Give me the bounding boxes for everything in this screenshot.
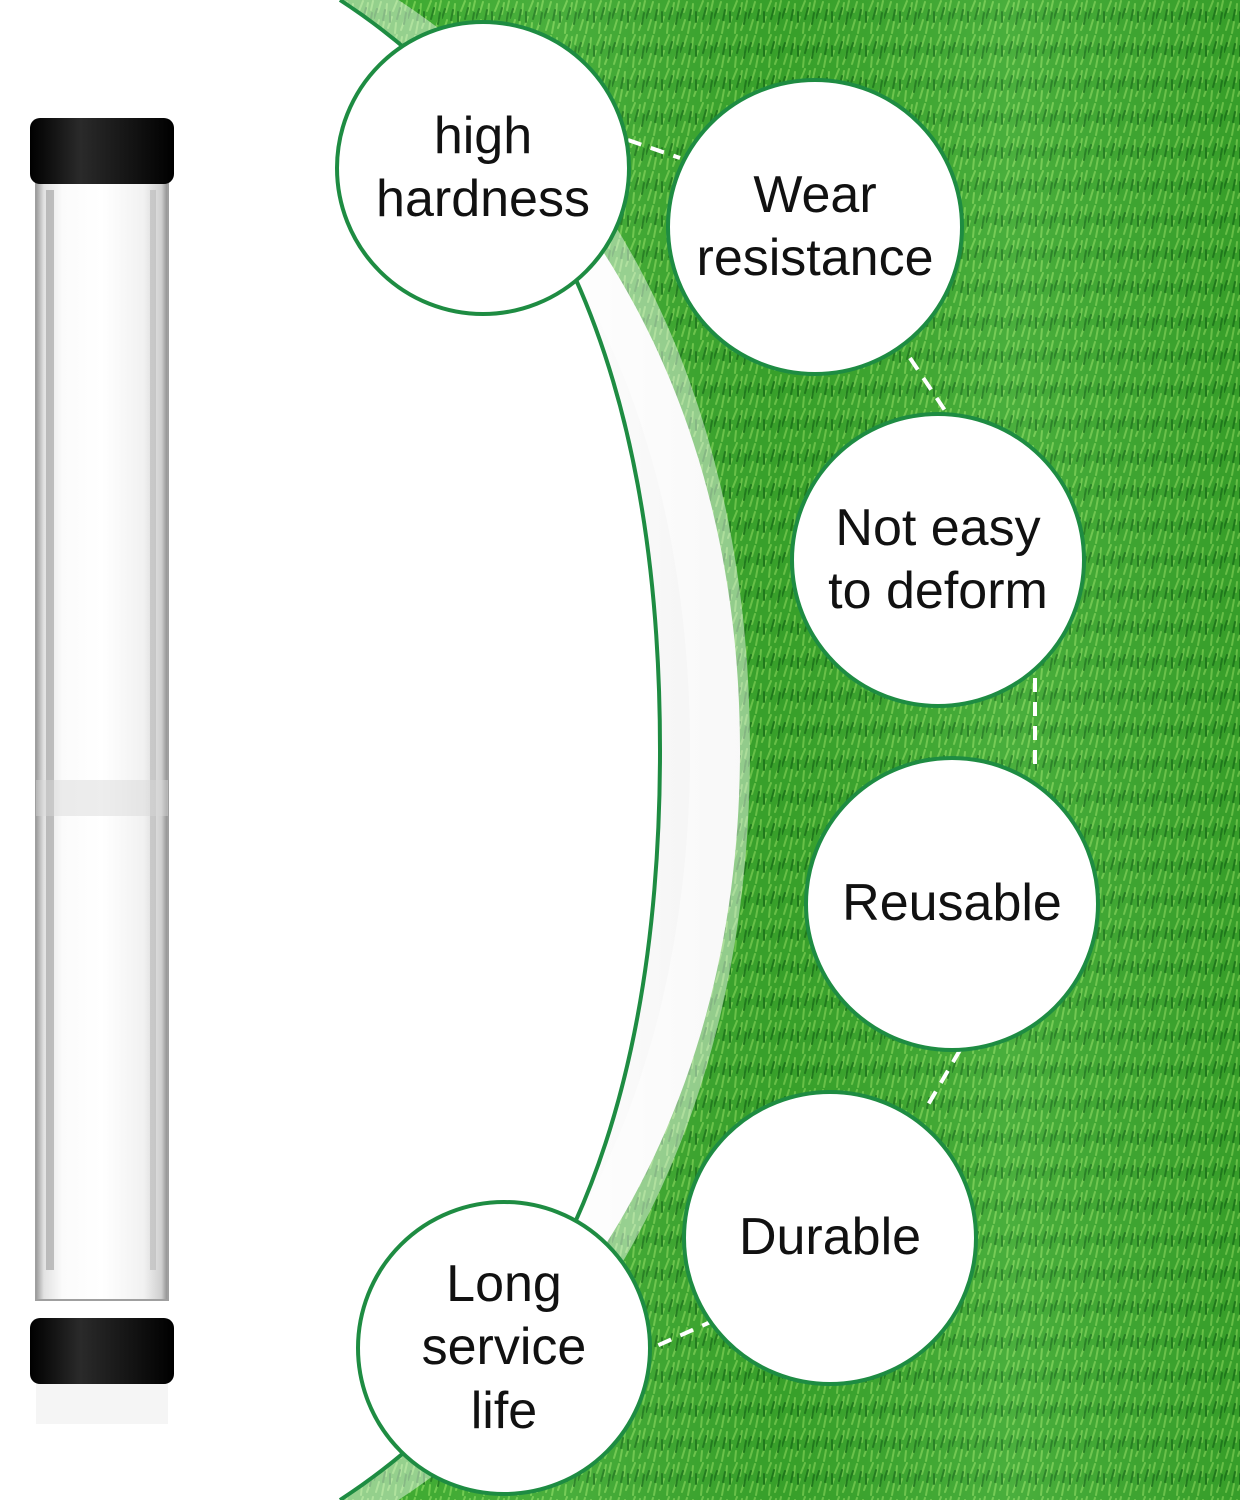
tube-reflection-band bbox=[36, 780, 168, 816]
feature-label-wear-resistance: Wear resistance bbox=[696, 165, 934, 287]
clear-tube bbox=[30, 118, 174, 1424]
bottom-reflection bbox=[36, 1384, 168, 1424]
feature-circle-wear-resistance: Wear resistance bbox=[666, 78, 964, 376]
feature-label-long-service-life: Long service life bbox=[421, 1254, 587, 1440]
feature-label-high-hardness: high hardness bbox=[376, 106, 590, 228]
feature-circle-long-service-life: Long service life bbox=[356, 1200, 652, 1496]
connector-lines bbox=[627, 138, 1037, 1350]
top-cap bbox=[30, 118, 174, 184]
connector-5-6 bbox=[651, 1318, 716, 1350]
feature-circle-reusable: Reusable bbox=[804, 756, 1100, 1052]
feature-circle-not-easy-to-deform: Not easy to deform bbox=[790, 412, 1086, 708]
tube-edge-shadow bbox=[46, 190, 54, 1270]
connector-4-5 bbox=[923, 1048, 962, 1112]
tube-body bbox=[35, 159, 169, 1301]
feature-label-durable: Durable bbox=[738, 1208, 922, 1267]
feature-label-reusable: Reusable bbox=[842, 874, 1062, 933]
feature-label-not-easy-to-deform: Not easy to deform bbox=[828, 498, 1048, 620]
feature-circle-high-hardness: high hardness bbox=[335, 20, 631, 316]
connector-1-2 bbox=[627, 138, 681, 160]
tube-edge-highlight bbox=[150, 190, 156, 1270]
bottom-cap bbox=[30, 1318, 174, 1384]
connector-2-3 bbox=[908, 356, 950, 417]
feature-circle-durable: Durable bbox=[682, 1090, 978, 1386]
